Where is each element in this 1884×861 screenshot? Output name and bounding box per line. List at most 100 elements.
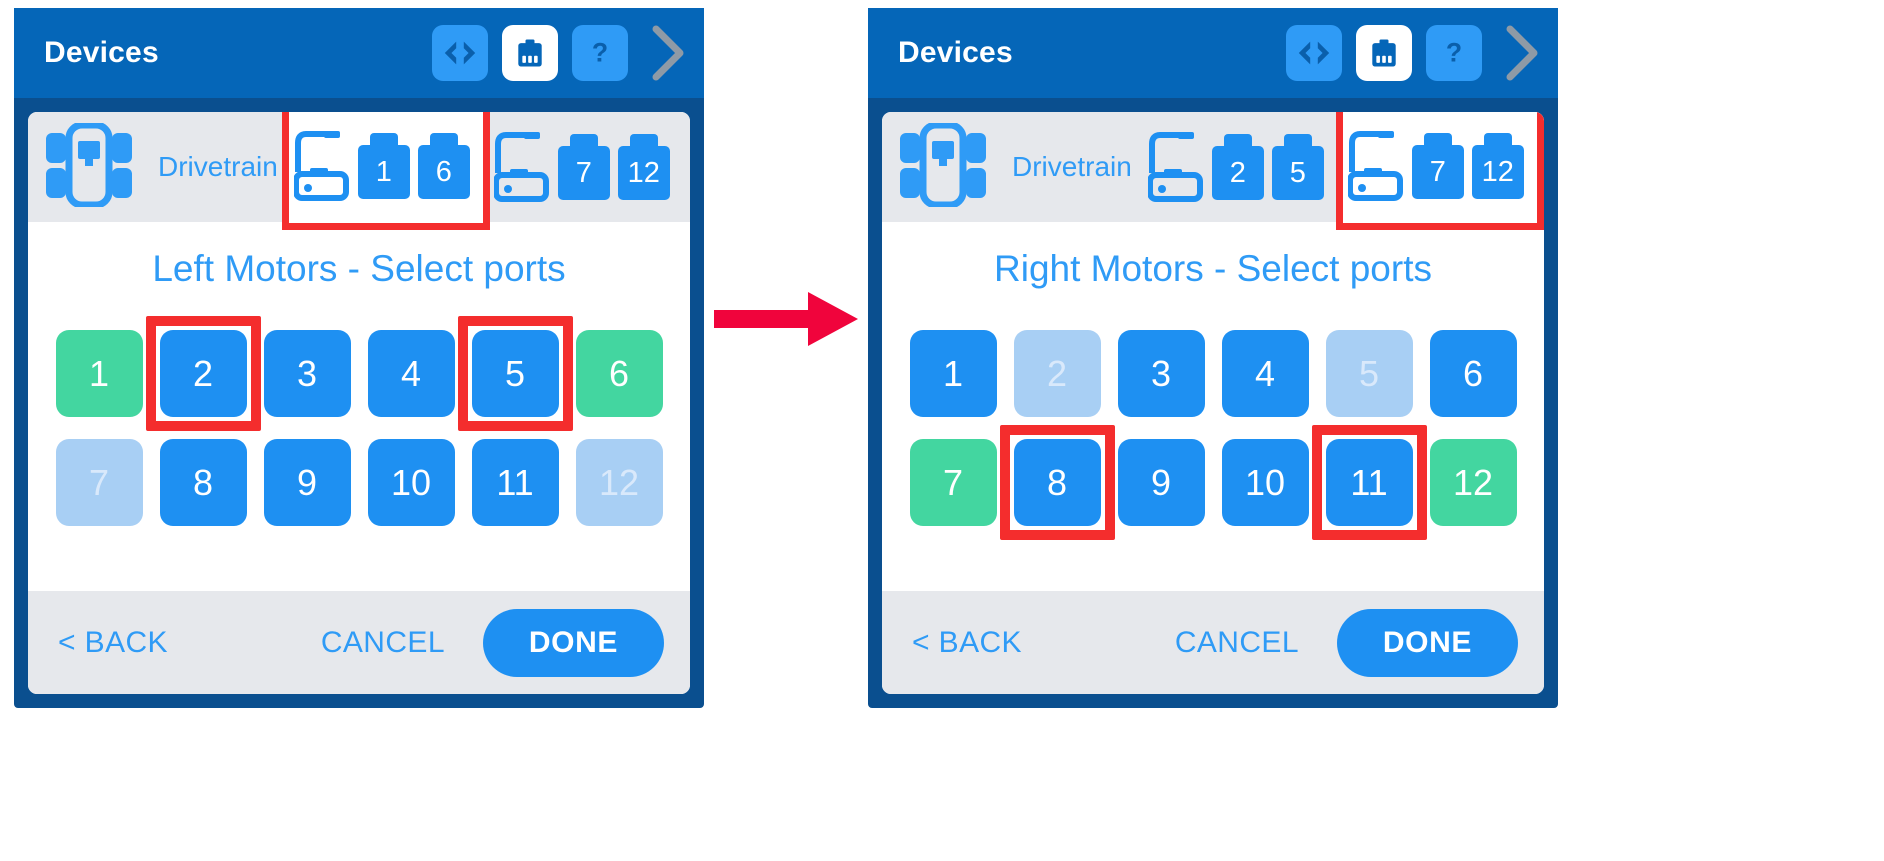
chevron-right-icon[interactable]	[1498, 23, 1542, 83]
port-plug: 12	[1471, 133, 1524, 199]
port-button-10[interactable]: 10	[367, 439, 455, 526]
port-cell: 9	[1117, 439, 1205, 526]
port-button-10[interactable]: 10	[1221, 439, 1309, 526]
port-plug-list: 7 12	[1411, 133, 1532, 199]
cancel-button[interactable]: CANCEL	[320, 625, 445, 659]
port-button-8[interactable]: 8	[1013, 439, 1101, 526]
plug-body	[1471, 145, 1524, 199]
code-icon[interactable]	[432, 25, 488, 81]
port-cell: 12	[1429, 439, 1517, 526]
port-button-11[interactable]: 11	[1325, 439, 1413, 526]
port-cell: 11	[1311, 425, 1427, 540]
port-plug: 12	[617, 134, 670, 200]
port-cell: 1	[55, 330, 143, 417]
plug-number: 12	[1481, 155, 1514, 188]
svg-text:?: ?	[1446, 38, 1462, 68]
port-button-4[interactable]: 4	[367, 330, 455, 417]
port-cell: 9	[263, 439, 351, 526]
port-cell: 8	[159, 439, 247, 526]
plug-number: 1	[375, 155, 392, 188]
cancel-button[interactable]: CANCEL	[1174, 625, 1299, 659]
port-button-5[interactable]: 5	[471, 330, 559, 417]
port-button-1[interactable]: 1	[55, 330, 143, 417]
port-button-12[interactable]: 12	[1429, 439, 1517, 526]
plug-number: 2	[1229, 156, 1246, 189]
done-button[interactable]: DONE	[1336, 608, 1518, 677]
port-cell: 6	[1429, 330, 1517, 417]
app-bar-title: Devices	[898, 36, 1013, 69]
port-button-9[interactable]: 9	[263, 439, 351, 526]
port-cell: 3	[1117, 330, 1205, 417]
port-cell: 4	[367, 330, 455, 417]
motor-icon	[492, 127, 568, 208]
back-button[interactable]: < BACK	[912, 625, 1022, 659]
help-icon[interactable]: ?	[572, 25, 628, 81]
port-cell: 4	[1221, 330, 1309, 417]
port-cell: 5	[457, 316, 573, 431]
plug-number: 12	[627, 156, 660, 189]
port-button-6[interactable]: 6	[1429, 330, 1517, 417]
motor-icon	[1146, 127, 1222, 208]
port-cell: 10	[1221, 439, 1309, 526]
plug-body	[1411, 145, 1464, 199]
port-button-1[interactable]: 1	[909, 330, 997, 417]
plug-body	[557, 146, 610, 200]
port-cell: 8	[999, 425, 1115, 540]
port-cell: 7	[909, 439, 997, 526]
port-button-8[interactable]: 8	[159, 439, 247, 526]
port-button-4[interactable]: 4	[1221, 330, 1309, 417]
dialog-footer: < BACK CANCEL DONE	[28, 591, 690, 694]
port-plug: 2	[1211, 134, 1264, 200]
port-button-7[interactable]: 7	[909, 439, 997, 526]
brain-icon	[900, 121, 986, 212]
brain-icon	[46, 121, 132, 212]
plug-body	[617, 146, 670, 200]
port-plug: 7	[1411, 133, 1464, 199]
port-button-9[interactable]: 9	[1117, 439, 1205, 526]
code-icon[interactable]	[1286, 25, 1342, 81]
port-cell: 2	[145, 316, 261, 431]
port-button-3[interactable]: 3	[1117, 330, 1205, 417]
battery-icon[interactable]	[1356, 25, 1412, 81]
port-button-11[interactable]: 11	[471, 439, 559, 526]
port-plug: 1	[357, 133, 410, 199]
plug-number: 5	[1289, 156, 1306, 189]
right-motor-group[interactable]: 7 12	[1335, 112, 1544, 230]
port-plug: 6	[417, 133, 470, 199]
motor-icon	[1346, 126, 1422, 207]
battery-icon[interactable]	[502, 25, 558, 81]
device-label: Drivetrain	[158, 151, 278, 182]
port-cell: 7	[55, 439, 143, 526]
done-button[interactable]: DONE	[482, 608, 664, 677]
svg-text:?: ?	[592, 38, 608, 68]
chevron-right-icon[interactable]	[644, 23, 688, 83]
help-icon[interactable]: ?	[1426, 25, 1482, 81]
port-button-2: 2	[1013, 330, 1101, 417]
device-label: Drivetrain	[1012, 151, 1132, 182]
back-button[interactable]: < BACK	[58, 625, 168, 659]
plug-body	[1211, 146, 1264, 200]
port-plug: 5	[1271, 134, 1324, 200]
port-cell: 11	[471, 439, 559, 526]
app-bar: Devices?	[868, 8, 1558, 98]
port-button-6[interactable]: 6	[575, 330, 663, 417]
port-button-2[interactable]: 2	[159, 330, 247, 417]
plug-number: 7	[1429, 155, 1446, 188]
dialog-footer: < BACK CANCEL DONE	[882, 591, 1544, 694]
port-button-3[interactable]: 3	[263, 330, 351, 417]
plug-body	[417, 145, 470, 199]
motor-icon	[292, 126, 368, 207]
